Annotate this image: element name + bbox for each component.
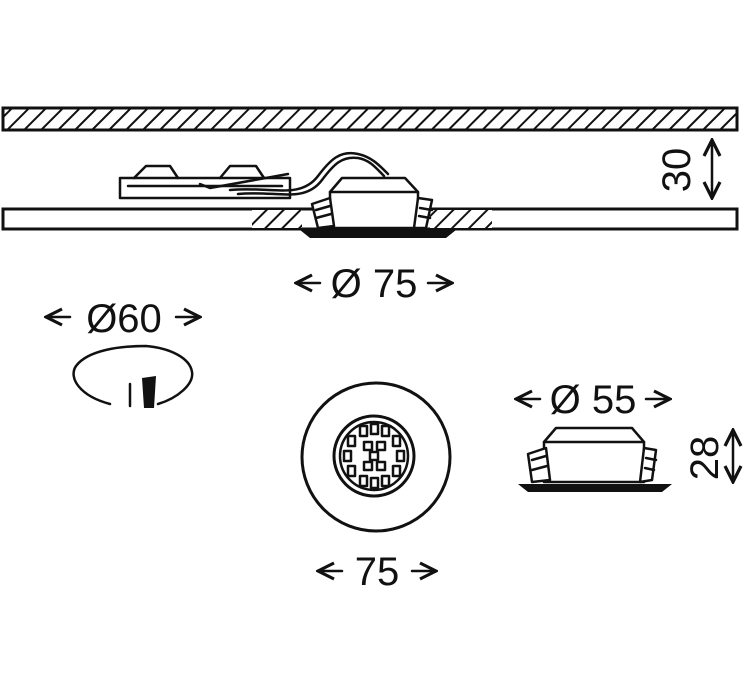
dim-front-width-label: 75: [355, 550, 400, 594]
dim-front-width: 75: [318, 550, 436, 594]
dim-cutout-outer-label: Ø 75: [331, 262, 418, 306]
dim-cutout-hole: Ø60: [46, 297, 200, 341]
cable: [228, 151, 390, 192]
dim-cutout-hole-label: Ø60: [86, 297, 162, 341]
dim-cutout-outer: Ø 75: [296, 262, 452, 306]
dim-ceiling-gap-label: 30: [655, 148, 699, 193]
ceiling-slab: [1, 106, 739, 132]
dim-trim-diameter-label: Ø 55: [550, 378, 637, 422]
luminaire-side-view: [518, 426, 672, 492]
luminaire-installed-side: [300, 176, 456, 238]
cutout-outline: [72, 344, 194, 408]
dim-trim-height-label: 28: [683, 436, 727, 481]
led-array: [342, 422, 406, 490]
dim-trim-height: 28: [683, 430, 733, 482]
dim-trim-diameter: Ø 55: [516, 378, 670, 422]
luminaire-front-view: [300, 381, 452, 533]
dim-ceiling-gap: 30: [655, 140, 712, 198]
